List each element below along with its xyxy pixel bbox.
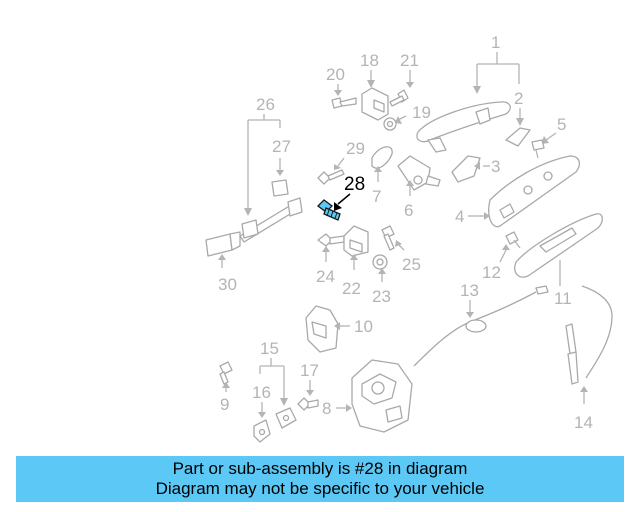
part-12-group: 12 bbox=[482, 231, 521, 282]
callout-4: 4 bbox=[455, 207, 464, 226]
part-28-group: 28 bbox=[317, 174, 365, 221]
callout-9: 9 bbox=[220, 395, 229, 414]
callout-22: 22 bbox=[342, 279, 361, 298]
part-3-group: 3 bbox=[451, 155, 500, 183]
callout-24: 24 bbox=[316, 267, 335, 286]
part-17-group: 17 bbox=[297, 361, 319, 411]
part-23-group: 23 bbox=[372, 254, 391, 306]
part-8-group: 8 bbox=[322, 359, 413, 433]
callout-25: 25 bbox=[402, 255, 421, 274]
callout-7: 7 bbox=[372, 187, 381, 206]
callout-29: 29 bbox=[346, 139, 365, 158]
part-7-group: 7 bbox=[371, 146, 393, 206]
callout-27: 27 bbox=[272, 137, 291, 156]
part-13-group: 13 bbox=[413, 281, 549, 367]
callout-16: 16 bbox=[252, 383, 271, 402]
part-10-group: 10 bbox=[305, 305, 373, 353]
part-18-group: 18 bbox=[360, 51, 389, 121]
part-9-group: 9 bbox=[219, 361, 233, 414]
part-28-bolt-highlighted bbox=[317, 199, 341, 221]
part-11-group: 11 bbox=[514, 213, 603, 308]
part-14-group: 14 bbox=[565, 285, 613, 432]
part-16-group: 16 bbox=[252, 383, 271, 443]
part-6-group: 6 bbox=[397, 155, 441, 220]
part-1-group: 1 bbox=[473, 33, 520, 94]
part-24-group: 24 bbox=[316, 233, 345, 286]
callout-10: 10 bbox=[354, 317, 373, 336]
callout-17: 17 bbox=[300, 361, 319, 380]
callout-20: 20 bbox=[326, 65, 345, 84]
callout-28: 28 bbox=[344, 174, 365, 195]
callout-18: 18 bbox=[360, 51, 379, 70]
part-20-group: 20 bbox=[326, 65, 357, 109]
caption-line-2: Diagram may not be specific to your vehi… bbox=[155, 479, 485, 498]
part-25-group: 25 bbox=[381, 225, 421, 274]
callout-21: 21 bbox=[400, 51, 419, 70]
part-29-group: 29 bbox=[317, 139, 365, 185]
callout-23: 23 bbox=[372, 287, 391, 306]
part-15-group: 15 bbox=[259, 339, 297, 429]
part-30-group: 30 bbox=[205, 231, 241, 294]
callout-15: 15 bbox=[260, 339, 279, 358]
callout-19: 19 bbox=[412, 103, 431, 122]
part-4-group: 4 bbox=[455, 155, 581, 228]
callout-8: 8 bbox=[322, 399, 331, 418]
callout-1: 1 bbox=[491, 33, 500, 52]
caption-banner: Part or sub-assembly is #28 in diagram D… bbox=[16, 456, 624, 502]
callout-12: 12 bbox=[482, 263, 501, 282]
caption-line-1: Part or sub-assembly is #28 in diagram bbox=[172, 459, 468, 478]
part-22-group: 22 bbox=[342, 225, 369, 298]
outside-handle bbox=[416, 101, 511, 153]
callout-14: 14 bbox=[574, 413, 593, 432]
callout-30: 30 bbox=[218, 275, 237, 294]
callout-13: 13 bbox=[460, 281, 479, 300]
callout-26: 26 bbox=[256, 95, 275, 114]
part-21-group: 21 bbox=[389, 51, 419, 107]
callout-11: 11 bbox=[554, 289, 572, 308]
callout-6: 6 bbox=[404, 201, 413, 220]
part-2-group: 2 bbox=[505, 89, 531, 147]
part-5-group: 5 bbox=[531, 115, 566, 159]
callout-2: 2 bbox=[514, 89, 523, 108]
callout-3: 3 bbox=[491, 157, 500, 176]
callout-5: 5 bbox=[557, 115, 566, 134]
part-26-group: 26 27 bbox=[239, 95, 303, 243]
part-19-group: 19 bbox=[383, 103, 431, 131]
